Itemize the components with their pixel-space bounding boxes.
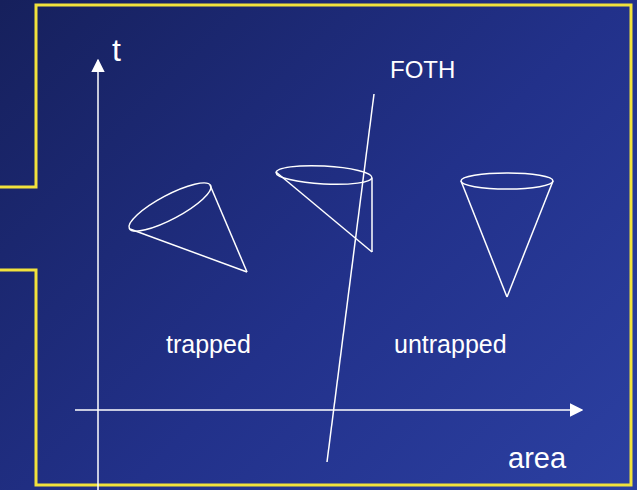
curve-label: FOTH	[390, 58, 455, 82]
upright-light-cone	[461, 173, 553, 297]
axis-label: t	[112, 34, 121, 66]
area-axis	[75, 409, 582, 411]
tilted-light-cone	[124, 175, 247, 272]
region-label: trapped	[166, 332, 251, 357]
axis-label: area	[508, 444, 566, 473]
region-label: untrapped	[394, 332, 507, 357]
foth-line	[327, 94, 374, 462]
frame-border	[0, 5, 631, 485]
marginal-light-cone	[276, 164, 373, 252]
time-axis	[97, 60, 99, 490]
